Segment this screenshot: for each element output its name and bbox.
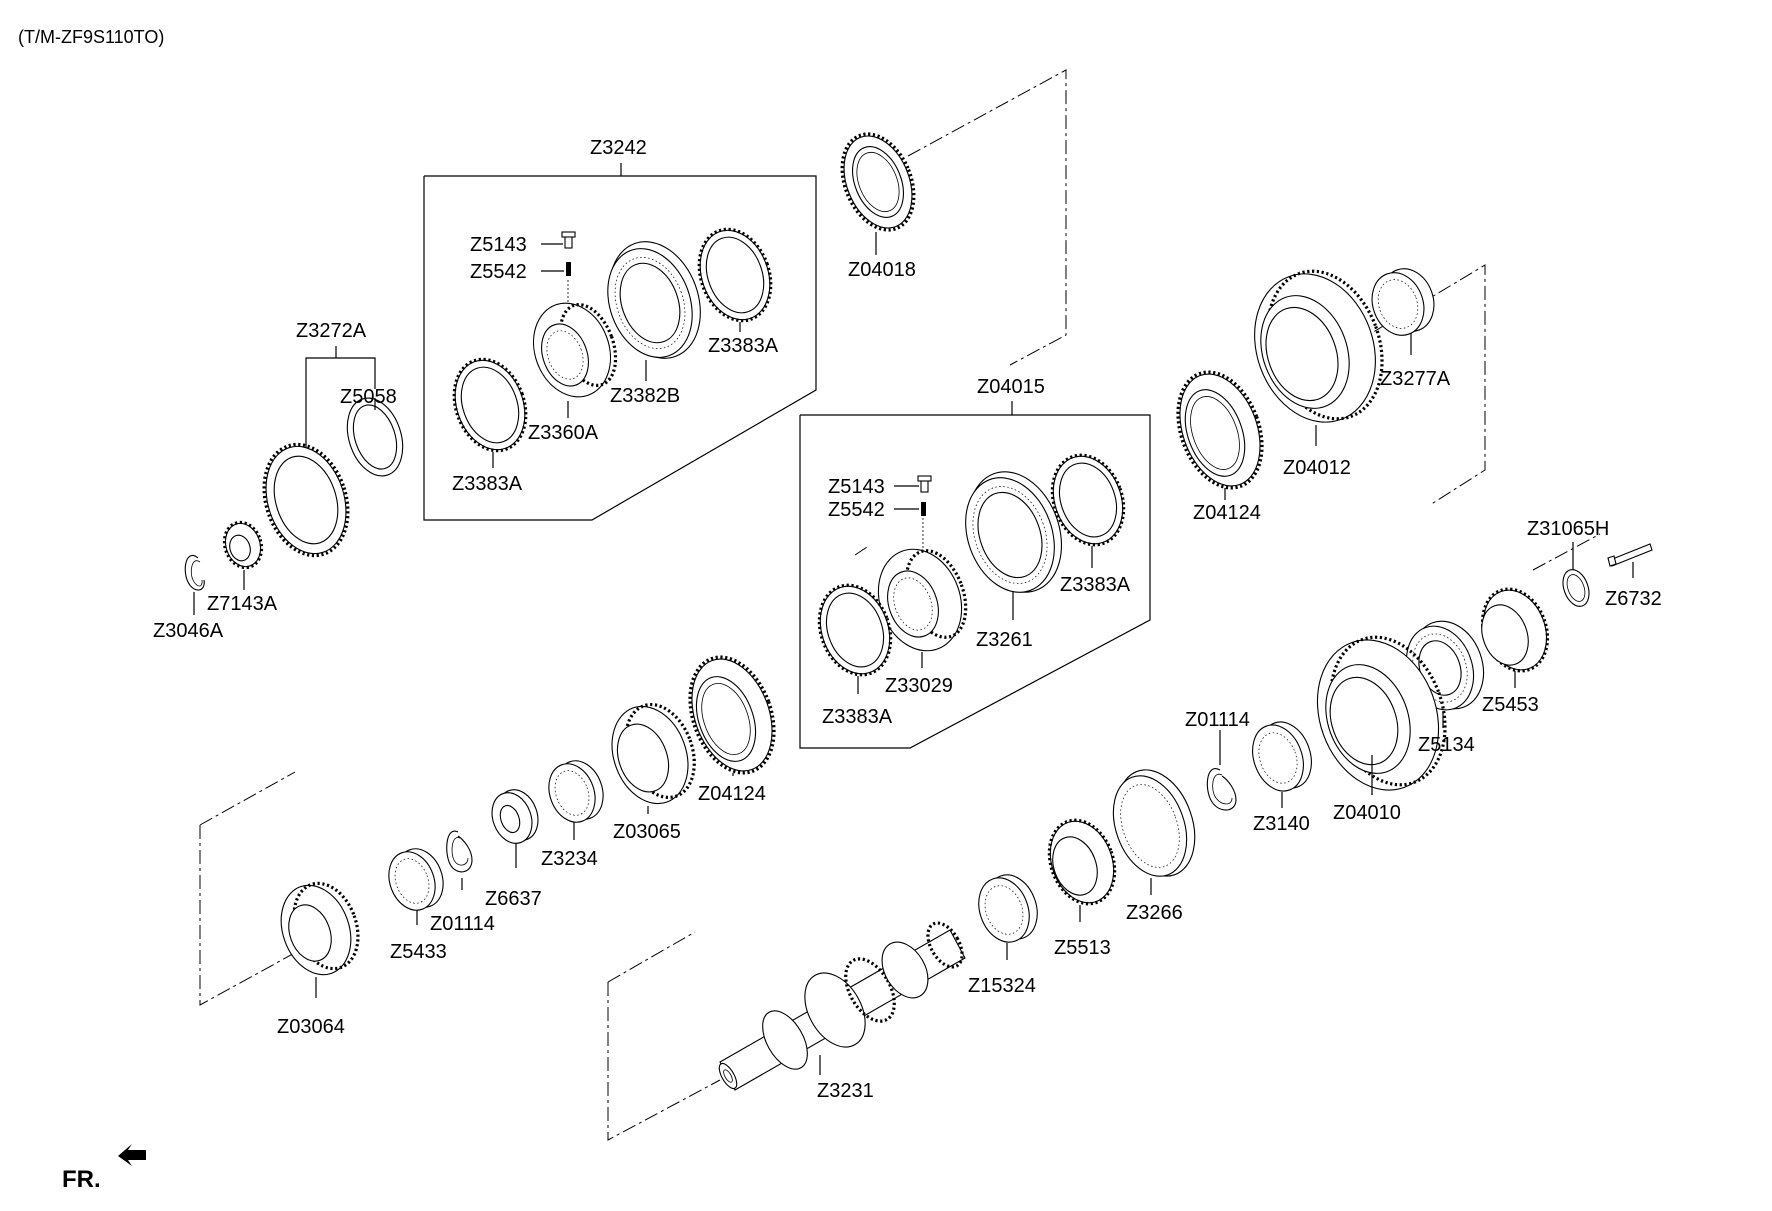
part-label-z5058: Z5058 xyxy=(340,386,397,408)
model-code-title: (T/M-ZF9S110TO) xyxy=(18,27,164,47)
snap-ring-z01114-left-drawing xyxy=(446,830,473,873)
bearing-z5433-drawing xyxy=(388,848,444,911)
snap-ring-z3046a-drawing xyxy=(184,555,205,591)
group-label-z3242: Z3242 xyxy=(590,137,647,159)
sync-ring-z3383a-b-bottom-drawing xyxy=(817,583,893,677)
sync-ring-z3383a-b-top-drawing xyxy=(1050,453,1126,547)
part-label-z01114-left: Z01114 xyxy=(430,913,495,935)
key-z6732-drawing xyxy=(1607,543,1653,567)
part-label-z5453: Z5453 xyxy=(1482,694,1539,716)
washer-z6637-drawing xyxy=(491,789,539,844)
part-label-z04012: Z04012 xyxy=(1283,457,1351,479)
ring-z3266-drawing xyxy=(1112,769,1196,877)
part-label-z3383a-a-bottom: Z3383A xyxy=(452,473,523,495)
part-label-z3231: Z3231 xyxy=(817,1080,874,1102)
hub-z3360a-drawing xyxy=(533,302,618,398)
gear-z5513-drawing xyxy=(1047,818,1117,906)
bolt-z5143-a-drawing xyxy=(561,231,576,249)
part-label-z3140: Z3140 xyxy=(1253,813,1310,835)
part-label-z7143a: Z7143A xyxy=(207,593,278,615)
bearing-z3277a-drawing xyxy=(1371,268,1435,336)
part-label-z01114-right: Z01114 xyxy=(1185,709,1250,731)
part-label-z6732: Z6732 xyxy=(1605,588,1662,610)
front-direction-label: FR. xyxy=(62,1166,101,1193)
part-label-z5143-a: Z5143 xyxy=(470,234,527,256)
part-label-z33029: Z33029 xyxy=(885,675,953,697)
part-label-z03065: Z03065 xyxy=(613,821,681,843)
gear-z04018-drawing xyxy=(840,132,916,232)
gear-z04124-upper-drawing xyxy=(1176,370,1264,490)
part-label-z04124-lower: Z04124 xyxy=(698,783,766,805)
sync-ring-z3383a-top-drawing xyxy=(697,227,773,323)
part-label-z3234: Z3234 xyxy=(541,848,598,870)
ring-gear-z3272a-drawing xyxy=(262,442,350,558)
small-gear-z7143a-drawing xyxy=(222,520,264,570)
gear-z5453-drawing xyxy=(1480,587,1550,673)
part-label-z3261: Z3261 xyxy=(976,629,1033,651)
group-box-z3242 xyxy=(423,163,817,521)
part-label-z5433: Z5433 xyxy=(390,941,447,963)
bearing-z3234-drawing xyxy=(548,760,604,823)
part-label-z04018: Z04018 xyxy=(848,259,916,281)
gear-z04010-drawing xyxy=(1316,635,1447,791)
part-label-z15324: Z15324 xyxy=(968,975,1036,997)
spring-z5542-a-drawing xyxy=(566,262,571,276)
hub-z33029-drawing xyxy=(877,548,968,652)
part-label-z6637: Z6637 xyxy=(485,888,542,910)
part-label-z5134: Z5134 xyxy=(1418,734,1475,756)
part-label-z3266: Z3266 xyxy=(1126,902,1183,924)
part-label-z5143-b: Z5143 xyxy=(828,476,885,498)
part-label-z31065h: Z31065H xyxy=(1527,518,1609,540)
gear-z04124-lower-drawing xyxy=(688,655,776,775)
part-label-z5542-b: Z5542 xyxy=(828,499,885,521)
front-arrow-icon xyxy=(118,1144,146,1166)
spring-z5542-b-drawing xyxy=(921,502,926,516)
bearing-z3140-drawing xyxy=(1252,721,1312,792)
group-label-z3272a: Z3272A xyxy=(296,320,367,342)
part-label-z5542-a: Z5542 xyxy=(470,261,527,283)
group-box-z04015 xyxy=(799,401,1151,749)
sync-ring-z3383a-bottom-drawing xyxy=(452,357,528,453)
part-label-z3383a-b-top: Z3383A xyxy=(1060,574,1131,596)
part-label-z3360a: Z3360A xyxy=(528,422,599,444)
sleeve-z3261-drawing xyxy=(965,471,1063,593)
part-label-z3383a-b-bottom: Z3383A xyxy=(822,706,893,728)
gear-z03065-drawing xyxy=(611,702,696,805)
part-label-z3046a: Z3046A xyxy=(153,620,224,642)
bearing-z15324-drawing xyxy=(978,874,1038,943)
snap-ring-z31065h-drawing xyxy=(1562,569,1590,607)
ring-z5058-drawing xyxy=(346,397,404,477)
part-label-z04124-upper: Z04124 xyxy=(1193,502,1261,524)
part-label-z3383a-a-top: Z3383A xyxy=(708,335,779,357)
part-label-z3277a: Z3277A xyxy=(1380,368,1451,390)
bolt-z5143-b-drawing xyxy=(917,475,932,493)
sleeve-z3382b-drawing xyxy=(607,241,701,359)
part-label-z03064: Z03064 xyxy=(277,1016,345,1038)
group-label-z04015: Z04015 xyxy=(977,376,1045,398)
snap-ring-z01114-right-drawing xyxy=(1206,768,1237,811)
main-shaft-z3231-drawing xyxy=(718,921,966,1091)
part-label-z3382b: Z3382B xyxy=(610,385,680,407)
part-label-z04010: Z04010 xyxy=(1333,802,1401,824)
part-label-z5513: Z5513 xyxy=(1054,937,1111,959)
group-bracket-z3272a xyxy=(305,346,376,455)
gear-z04012-drawing xyxy=(1254,269,1384,423)
gear-z03064-drawing xyxy=(280,881,360,976)
